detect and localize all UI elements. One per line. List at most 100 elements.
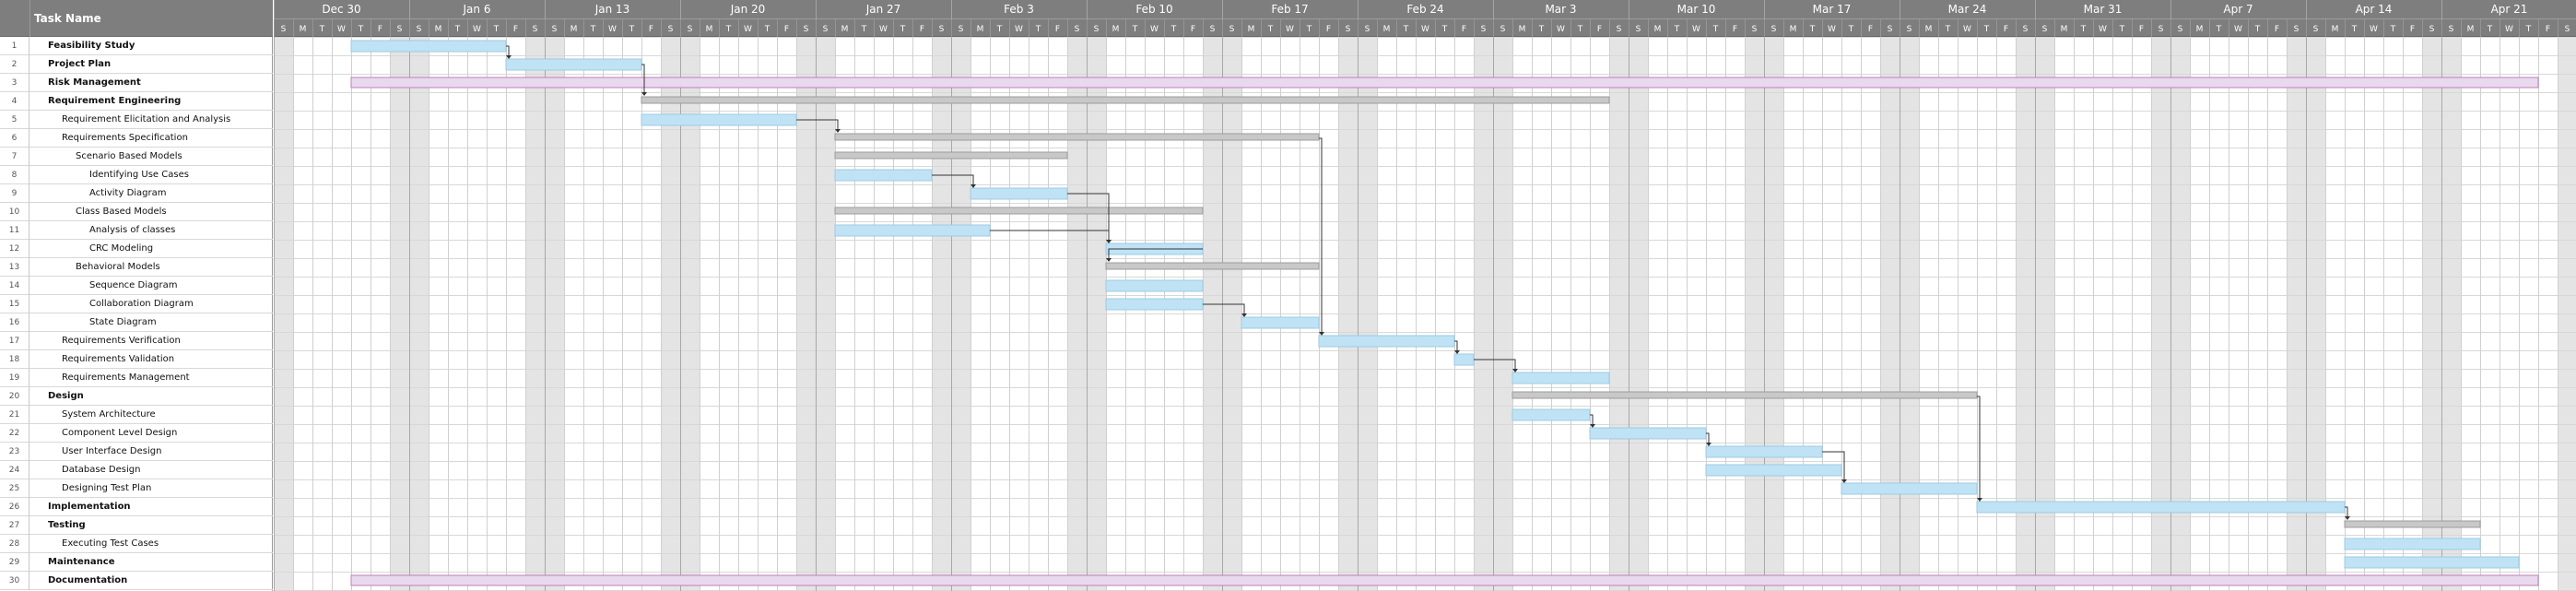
- row-number[interactable]: 13: [0, 258, 29, 277]
- task-name[interactable]: Testing: [48, 520, 86, 530]
- task-name[interactable]: Risk Management: [48, 77, 141, 88]
- task-name[interactable]: Database Design: [62, 465, 141, 475]
- task-row[interactable]: 2 Project Plan: [0, 55, 273, 74]
- task-row[interactable]: 24 Database Design: [0, 461, 273, 479]
- row-number[interactable]: 15: [0, 295, 29, 313]
- task-name[interactable]: Requirement Elicitation and Analysis: [62, 114, 231, 124]
- row-number[interactable]: 20: [0, 387, 29, 406]
- task-name[interactable]: Identifying Use Cases: [89, 170, 189, 180]
- task-row[interactable]: 9 Activity Diagram: [0, 184, 273, 203]
- task-row[interactable]: 16 State Diagram: [0, 313, 273, 332]
- task-row[interactable]: 13 Behavioral Models: [0, 258, 273, 277]
- task-row[interactable]: 3 Risk Management: [0, 74, 273, 92]
- day-label: T: [764, 25, 770, 34]
- row-number[interactable]: 14: [0, 277, 29, 295]
- task-name[interactable]: Documentation: [48, 575, 128, 585]
- task-row[interactable]: 17 Requirements Verification: [0, 332, 273, 350]
- row-number[interactable]: 21: [0, 406, 29, 424]
- task-row[interactable]: 10 Class Based Models: [0, 203, 273, 221]
- dependency-link: [1108, 248, 1203, 259]
- task-row[interactable]: 19 Requirements Management: [0, 369, 273, 387]
- task-row[interactable]: 5 Requirement Elicitation and Analysis: [0, 111, 273, 129]
- task-row[interactable]: 22 Component Level Design: [0, 424, 273, 443]
- row-number[interactable]: 9: [0, 184, 29, 203]
- task-name[interactable]: Activity Diagram: [89, 188, 167, 198]
- task-name[interactable]: Analysis of classes: [89, 225, 176, 235]
- row-number[interactable]: 10: [0, 203, 29, 221]
- week-label: Mar 31: [2084, 3, 2123, 16]
- task-name[interactable]: System Architecture: [62, 409, 156, 420]
- day-label: F: [1462, 25, 1466, 34]
- task-row[interactable]: 28 Executing Test Cases: [0, 535, 273, 553]
- task-row[interactable]: 11 Analysis of classes: [0, 221, 273, 240]
- row-number[interactable]: 26: [0, 498, 29, 516]
- row-number[interactable]: 27: [0, 516, 29, 535]
- task-name[interactable]: Requirements Validation: [62, 354, 175, 364]
- task-row[interactable]: 30 Documentation: [0, 572, 273, 590]
- row-number[interactable]: 22: [0, 424, 29, 443]
- row-number[interactable]: 25: [0, 479, 29, 498]
- row-number[interactable]: 23: [0, 443, 29, 461]
- row-number[interactable]: 16: [0, 313, 29, 332]
- task-row[interactable]: 29 Maintenance: [0, 553, 273, 572]
- row-number[interactable]: 11: [0, 221, 29, 240]
- task-name[interactable]: Executing Test Cases: [62, 538, 159, 549]
- task-row[interactable]: 21 System Architecture: [0, 406, 273, 424]
- task-row[interactable]: 15 Collaboration Diagram: [0, 295, 273, 313]
- task-name[interactable]: Maintenance: [48, 557, 115, 567]
- task-name[interactable]: Sequence Diagram: [89, 280, 178, 290]
- row-number[interactable]: 28: [0, 535, 29, 553]
- task-row[interactable]: 14 Sequence Diagram: [0, 277, 273, 295]
- row-number[interactable]: 5: [0, 111, 29, 129]
- row-number[interactable]: 4: [0, 92, 29, 111]
- task-bar: [1511, 408, 1591, 421]
- task-row[interactable]: 27 Testing: [0, 516, 273, 535]
- task-name[interactable]: Feasibility Study: [48, 41, 135, 51]
- task-name[interactable]: Collaboration Diagram: [89, 299, 194, 309]
- row-number[interactable]: 1: [0, 37, 29, 55]
- row-number[interactable]: 18: [0, 350, 29, 369]
- task-name[interactable]: Requirements Specification: [62, 133, 188, 143]
- task-name[interactable]: CRC Modeling: [89, 243, 154, 254]
- day-label: S: [1075, 25, 1080, 34]
- task-name[interactable]: Class Based Models: [76, 207, 167, 217]
- task-row[interactable]: 4 Requirement Engineering: [0, 92, 273, 111]
- row-number[interactable]: 30: [0, 572, 29, 590]
- task-row[interactable]: 12 CRC Modeling: [0, 240, 273, 258]
- row-number[interactable]: 12: [0, 240, 29, 258]
- task-name[interactable]: Designing Test Plan: [62, 483, 152, 493]
- task-name[interactable]: Requirements Verification: [62, 336, 181, 346]
- task-name[interactable]: Project Plan: [48, 59, 112, 69]
- row-number[interactable]: 3: [0, 74, 29, 92]
- row-number[interactable]: 29: [0, 553, 29, 572]
- task-name-column-header[interactable]: Task Name: [34, 12, 101, 25]
- task-row[interactable]: 8 Identifying Use Cases: [0, 166, 273, 184]
- task-row[interactable]: 23 User Interface Design: [0, 443, 273, 461]
- row-number[interactable]: 2: [0, 55, 29, 74]
- day-label: T: [1170, 25, 1177, 34]
- task-row[interactable]: 26 Implementation: [0, 498, 273, 516]
- task-name[interactable]: Design: [48, 391, 84, 401]
- row-number[interactable]: 19: [0, 369, 29, 387]
- task-row[interactable]: 25 Designing Test Plan: [0, 479, 273, 498]
- task-name[interactable]: Scenario Based Models: [76, 151, 182, 161]
- task-name[interactable]: Requirement Engineering: [48, 96, 182, 106]
- row-number[interactable]: 7: [0, 148, 29, 166]
- row-number[interactable]: 24: [0, 461, 29, 479]
- task-name[interactable]: Requirements Management: [62, 372, 190, 383]
- dependency-arrow: [1319, 332, 1324, 336]
- task-name[interactable]: State Diagram: [89, 317, 157, 327]
- row-number[interactable]: 17: [0, 332, 29, 350]
- task-name[interactable]: Implementation: [48, 502, 131, 512]
- task-row[interactable]: 6 Requirements Specification: [0, 129, 273, 148]
- task-row[interactable]: 1 Feasibility Study: [0, 37, 273, 55]
- task-name[interactable]: Component Level Design: [62, 428, 178, 438]
- task-name[interactable]: Behavioral Models: [76, 262, 160, 272]
- task-name[interactable]: User Interface Design: [62, 446, 162, 456]
- day-label: T: [861, 25, 867, 34]
- task-row[interactable]: 18 Requirements Validation: [0, 350, 273, 369]
- row-number[interactable]: 6: [0, 129, 29, 148]
- task-row[interactable]: 20 Design: [0, 387, 273, 406]
- row-number[interactable]: 8: [0, 166, 29, 184]
- task-row[interactable]: 7 Scenario Based Models: [0, 148, 273, 166]
